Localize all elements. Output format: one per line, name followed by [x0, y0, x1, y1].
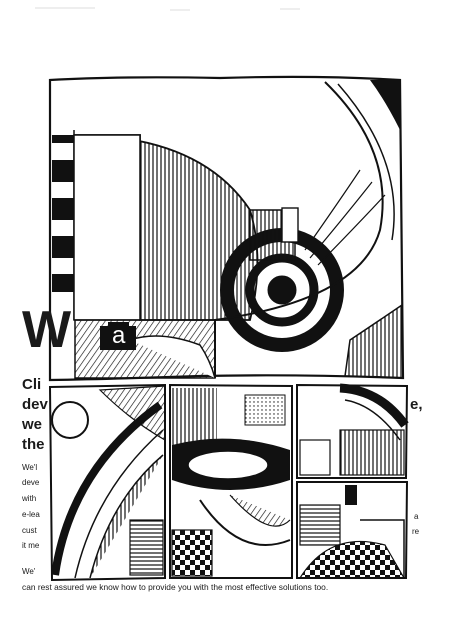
- large-line-3: we: [22, 416, 43, 433]
- large-line-1: Cli: [22, 376, 42, 393]
- panel-top: [48, 75, 405, 382]
- big-curve: [214, 81, 384, 378]
- panel-bottom-1: [48, 383, 166, 582]
- small-line-3: with: [22, 494, 37, 503]
- headline-inset-letter: a: [108, 322, 130, 350]
- small-right-2: re: [412, 527, 420, 536]
- large-line-right: e,: [410, 396, 423, 413]
- small-line-1: We'l: [22, 463, 38, 472]
- bottom-text-line: can rest assured we know how to provide …: [22, 582, 329, 592]
- small-line-4: e-lea: [22, 510, 40, 519]
- small-line-2: deve: [22, 478, 40, 487]
- large-line-4: the: [22, 436, 45, 453]
- small-right-1: a: [414, 512, 419, 521]
- small-line-6: it me: [22, 541, 40, 550]
- small-line-5: cust: [22, 526, 37, 535]
- panel-bottom-4: [296, 481, 409, 579]
- headline-letter: W: [22, 301, 71, 359]
- panel-bottom-2: [169, 383, 293, 579]
- panel-bottom-3: [296, 383, 409, 479]
- faint-top-marks: [35, 7, 300, 11]
- paragraph-2-start: We': [22, 567, 36, 576]
- large-line-2: dev: [22, 396, 48, 413]
